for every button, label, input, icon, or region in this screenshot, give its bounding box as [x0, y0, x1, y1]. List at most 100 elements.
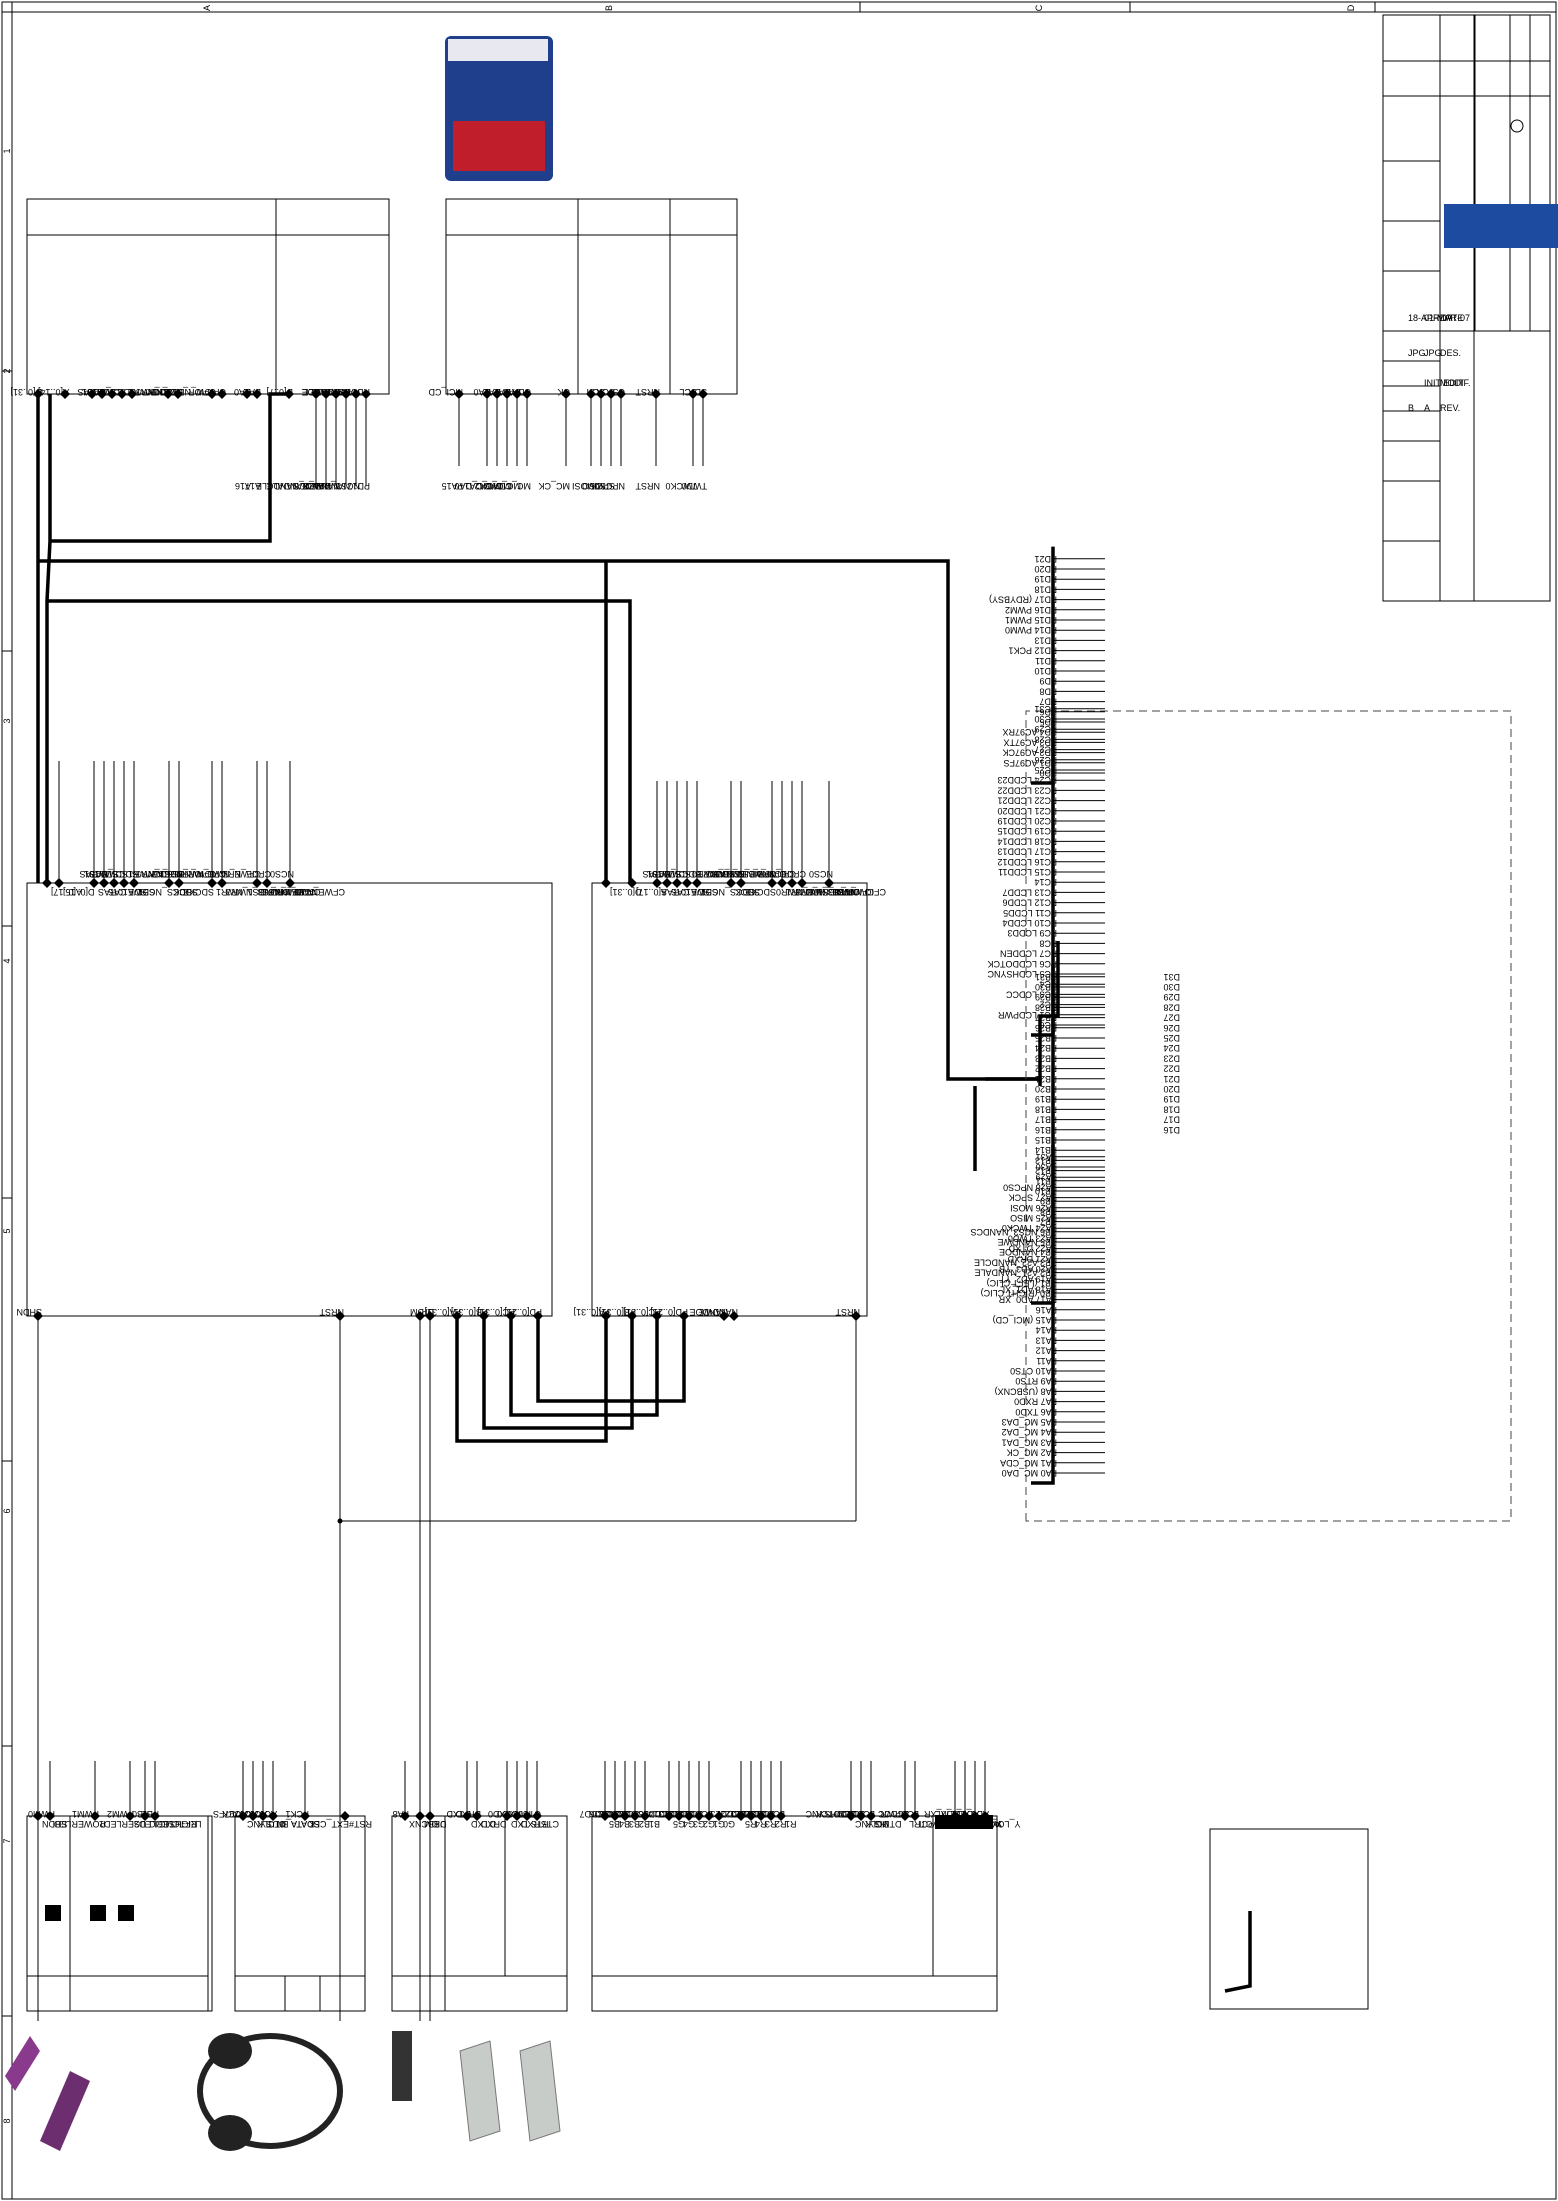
- pio-pc-row: PC12 LCDD6: [1002, 898, 1057, 908]
- headset-photo: [197, 2033, 343, 2149]
- sdram-pin-marker: [107, 389, 117, 399]
- lcd-ts-net-label: AD1_XL: [935, 1809, 969, 1819]
- ebi-memory-box: [26, 198, 390, 395]
- lcd-r-net-label: LCDD21: [730, 1809, 765, 1819]
- rev-date-cell: 01-MAR-07: [1424, 313, 1470, 323]
- pio-pa-row: PA29: [1036, 1172, 1057, 1182]
- mcu-top-net-12: CFOE_NRD: [221, 869, 271, 879]
- mci-pin-so: SO: [592, 387, 605, 397]
- pio-pb-d-label: D21: [1163, 1074, 1180, 1084]
- pio-pb-row: PB20: [1035, 1084, 1057, 1094]
- pio-pb-row: PB11: [1036, 1176, 1057, 1186]
- pio-pb-d-label: D29: [1163, 992, 1180, 1002]
- pio-pa-row: PA31: [1036, 1152, 1057, 1162]
- mcu-top-pin-1: D[0..15]: [63, 887, 95, 897]
- pio-pc-row: PC23 LCDD22: [997, 785, 1057, 795]
- ebi-memory-block: D[0..31]A[0..14]RASCASSDA10SDWESDCS_NCS1…: [10, 198, 390, 491]
- audio-box: [234, 1815, 366, 2012]
- lcd-r-pin-label: R4: [755, 1819, 767, 1829]
- a-bus-main: [45, 394, 52, 883]
- lcd-pwr-pin-label: PCI: [919, 1819, 934, 1829]
- pio-pa-row: PA16: [1036, 1305, 1057, 1315]
- lcd-box: [591, 1815, 998, 2012]
- mci-net-twd0: TWD0: [682, 481, 708, 491]
- mci-net-mc_da3: MC_DA3: [484, 481, 521, 491]
- exp-top-pin-0: D[0..31]: [610, 887, 642, 897]
- rev-cell: A: [1424, 403, 1430, 413]
- lcd-b-net-label: LCDD4: [609, 1809, 639, 1819]
- pio-pa-row: PA15 (MCI_CD): [993, 1315, 1057, 1325]
- exp-bottom-pin-4: NANDOE: [689, 1307, 728, 1317]
- pio-pa-row: PA3 MC_DA1: [1002, 1437, 1057, 1447]
- userif-net-label: PWM2: [107, 1809, 134, 1819]
- rev-date-cell: 18-APR-07: [1408, 313, 1453, 323]
- zone-label: 1: [2, 148, 12, 153]
- mcu-bottom-pin-2: DM: [410, 1307, 424, 1317]
- lcd-b-net-label: LCDD5: [599, 1809, 629, 1819]
- sdram-pin-marker: [173, 389, 183, 399]
- audio-net-label: AC97RX: [242, 1809, 277, 1819]
- lcd-pwr-pin-label: VCTRL: [909, 1819, 939, 1829]
- mci-pin-mci_cd: MCI_CD: [428, 387, 463, 397]
- mcu-top-pin-8: SDCKE: [183, 887, 214, 897]
- pwm0-net: PWM0: [28, 1809, 55, 1819]
- userif-pin-label: USERLED1: [99, 1819, 147, 1829]
- audio-pin-label: SDATA_OUT: [267, 1819, 320, 1829]
- mcu-top-pin-6: SDCS_NCS1: [138, 887, 192, 897]
- pio-pb-d-label: D18: [1163, 1104, 1180, 1114]
- mci-net-mc_da2: MC_DA2: [474, 481, 511, 491]
- mcu-top-net-8: SDCKE: [152, 869, 183, 879]
- mcu-top-net-3: CAS: [89, 869, 108, 879]
- pio-pb-row: PB31: [1035, 972, 1057, 982]
- pio-pa-row: PA6 TXD0: [1015, 1407, 1057, 1417]
- pio-pb-row: PB29: [1035, 992, 1057, 1002]
- pio-pa-row: PA27 SPCK: [1009, 1193, 1057, 1203]
- sdram-pin-marker: [97, 389, 107, 399]
- pio-pd-row: PD15 PWM1: [1005, 615, 1057, 625]
- pio-pc-row: PC27: [1034, 745, 1057, 755]
- power-cable-photo: [40, 2071, 90, 2151]
- pc-bus: [509, 1316, 659, 1417]
- pio-pc-row: PC31: [1034, 704, 1057, 714]
- com0-net-label: RXD0: [497, 1809, 521, 1819]
- pio-pd-row: PD6: [1039, 707, 1057, 717]
- dbgu-net-label: DTXD: [446, 1809, 471, 1819]
- nand-pin-ale: ALE: [313, 387, 330, 397]
- pio-pc-row: PC17 LCDD13: [997, 847, 1057, 857]
- pio-pc-row: PC9 LCDD3: [1007, 928, 1057, 938]
- d-bus-exp: [38, 559, 1042, 1086]
- userif-pin-label: USERLED2: [134, 1819, 182, 1829]
- pio-pb-bus: [1031, 964, 1055, 1305]
- pio-pc-row: PC21 LCDD20: [997, 806, 1057, 816]
- exp-top-pin-10: CFIOR_NBS1_NWR1: [786, 887, 874, 897]
- lcd-b-pin-label: B4: [619, 1819, 630, 1829]
- pio-pb-row: PB2 A21_NANDALE: [974, 1268, 1057, 1278]
- mcu-top-net-5: SDWE: [101, 869, 128, 879]
- zone-label: C: [1034, 4, 1044, 11]
- pio-pb-d-label: D31: [1163, 972, 1180, 982]
- peripheral-blocks: SHDNPOWERLEDPWM0USERLED1PWM1USERLED2PWM2…: [26, 1761, 1021, 2012]
- mcu-top-net-4: SDA10: [89, 869, 118, 879]
- exp-top-net-0: RAS: [642, 869, 661, 879]
- mcu-top-net-6: SDCS_NCS1: [84, 869, 138, 879]
- usb-pin-label: DP: [434, 1819, 447, 1829]
- pio-pc-row: PC18 LCDD14: [997, 836, 1057, 846]
- zone-label: 3: [2, 718, 12, 723]
- pio-pa-row: PA23 TWD0: [1008, 1233, 1057, 1243]
- nand-pin-nandcs: NANDCS: [322, 387, 360, 397]
- exp-top-pin-2: RAS: [661, 887, 680, 897]
- mci-net-npcs0: NPCS0: [595, 481, 625, 491]
- mci-pin-sda: SDA: [688, 387, 707, 397]
- pio-pd-row: PD3 AC97TX: [1003, 737, 1057, 747]
- exp-top-pin-11: CFIOW_NBS3_NWR3: [796, 887, 886, 897]
- pio-pd-row: PD5: [1039, 717, 1057, 727]
- pa-bus: [455, 1316, 608, 1443]
- pio-pb-row: PB12: [1035, 1166, 1057, 1176]
- sdram-pin-marker: [217, 389, 227, 399]
- power-pin-label: SHDN: [42, 1819, 68, 1829]
- pio-pc-row: PC22 LCDD21: [997, 796, 1057, 806]
- comm-box: [391, 1815, 568, 2012]
- logo-bg: [1444, 204, 1558, 248]
